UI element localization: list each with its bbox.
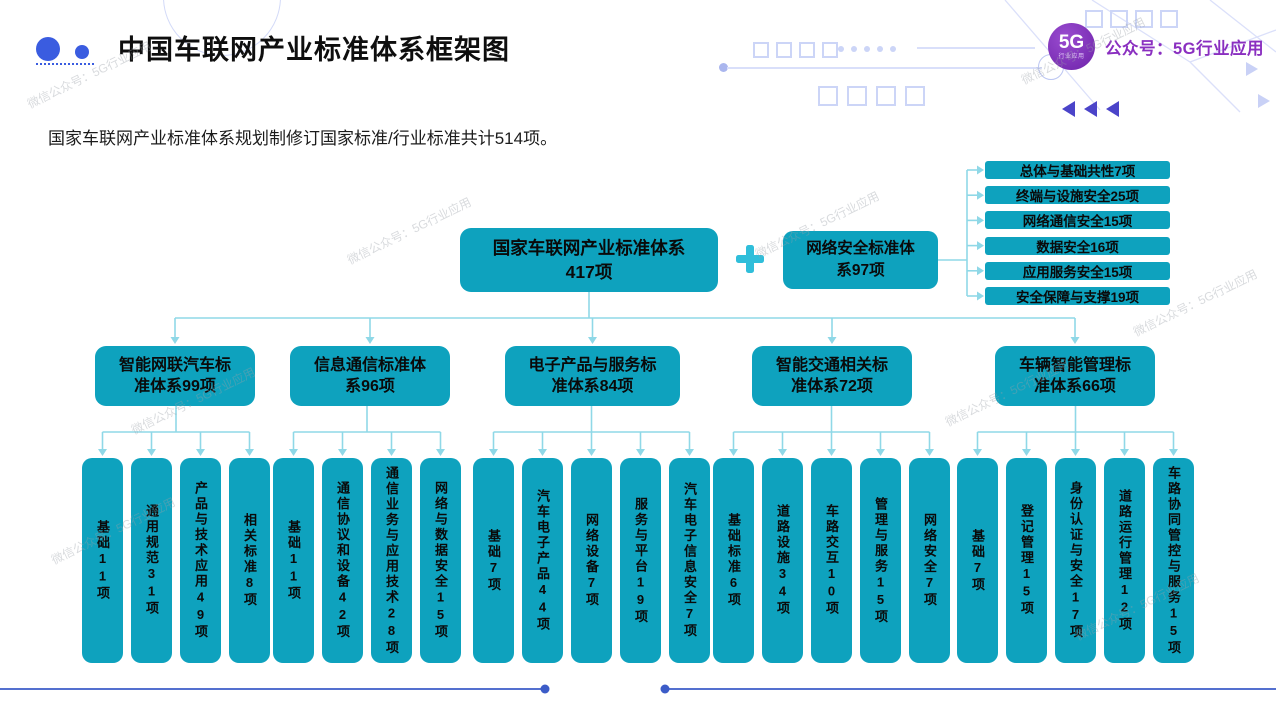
5g-logo-icon: 5G 行业应用 bbox=[1048, 23, 1095, 70]
leaf-node: 车路交互10项 bbox=[811, 458, 852, 663]
security-sub-item: 网络通信安全15项 bbox=[985, 211, 1170, 229]
leaf-node: 身份认证与安全17项 bbox=[1055, 458, 1096, 663]
branch-node: 信息通信标准体系96项 bbox=[290, 346, 450, 406]
branch-node: 智能交通相关标准体系72项 bbox=[752, 346, 912, 406]
branch-node: 车辆智能管理标准体系66项 bbox=[995, 346, 1155, 406]
security-node: 网络安全标准体系97项 bbox=[783, 231, 938, 289]
title-bullet-small-icon bbox=[75, 45, 89, 59]
root-node: 国家车联网产业标准体系 417项 bbox=[460, 228, 718, 292]
security-sub-item: 终端与设施安全25项 bbox=[985, 186, 1170, 204]
leaf-node: 基础标准6项 bbox=[713, 458, 754, 663]
leaf-node: 管理与服务15项 bbox=[860, 458, 901, 663]
leaf-node: 产品与技术应用49项 bbox=[180, 458, 221, 663]
security-sub-item: 总体与基础共性7项 bbox=[985, 161, 1170, 179]
page-title: 中国车联网产业标准体系框架图 bbox=[118, 35, 510, 65]
leaf-node: 道路设施34项 bbox=[762, 458, 803, 663]
5g-logo-subtext: 行业应用 bbox=[1058, 54, 1085, 60]
leaf-node: 汽车电子产品44项 bbox=[522, 458, 563, 663]
leaf-node: 车路协同管控与服务15项 bbox=[1153, 458, 1194, 663]
leaf-node: 网络与数据安全15项 bbox=[420, 458, 461, 663]
security-sub-item: 应用服务安全15项 bbox=[985, 262, 1170, 280]
leaf-node: 网络安全7项 bbox=[909, 458, 950, 663]
leaf-node: 服务与平台19项 bbox=[620, 458, 661, 663]
leaf-node: 相关标准8项 bbox=[229, 458, 270, 663]
summary-text: 国家车联网产业标准体系规划制修订国家标准/行业标准共计514项。 bbox=[48, 129, 558, 148]
branch-node: 智能网联汽车标准体系99项 bbox=[95, 346, 255, 406]
leaf-node: 基础11项 bbox=[273, 458, 314, 663]
title-dotted-underline bbox=[36, 52, 94, 65]
leaf-node: 基础7项 bbox=[473, 458, 514, 663]
leaf-node: 通信业务与应用技术28项 bbox=[371, 458, 412, 663]
5g-logo-text: 5G bbox=[1058, 32, 1085, 53]
leaf-node: 基础7项 bbox=[957, 458, 998, 663]
security-sub-item: 数据安全16项 bbox=[985, 237, 1170, 255]
leaf-node: 登记管理15项 bbox=[1006, 458, 1047, 663]
title-bullet-icon bbox=[36, 37, 60, 61]
leaf-node: 通信协议和设备42项 bbox=[322, 458, 363, 663]
root-node-label: 国家车联网产业标准体系 bbox=[492, 237, 686, 258]
security-sub-item: 安全保障与支撑19项 bbox=[985, 287, 1170, 305]
leaf-node: 基础11项 bbox=[82, 458, 123, 663]
plus-icon bbox=[736, 245, 764, 273]
branch-node: 电子产品与服务标准体系84项 bbox=[505, 346, 680, 406]
wechat-account-badge: 5G 行业应用 公众号：5G行业应用 bbox=[1048, 23, 1264, 70]
leaf-node: 网络设备7项 bbox=[571, 458, 612, 663]
leaf-node: 道路运行管理12项 bbox=[1104, 458, 1145, 663]
leaf-node: 汽车电子信息安全7项 bbox=[669, 458, 710, 663]
root-node-count: 417项 bbox=[565, 262, 613, 282]
account-label: 公众号：5G行业应用 bbox=[1105, 39, 1265, 58]
leaf-node: 通用规范31项 bbox=[131, 458, 172, 663]
